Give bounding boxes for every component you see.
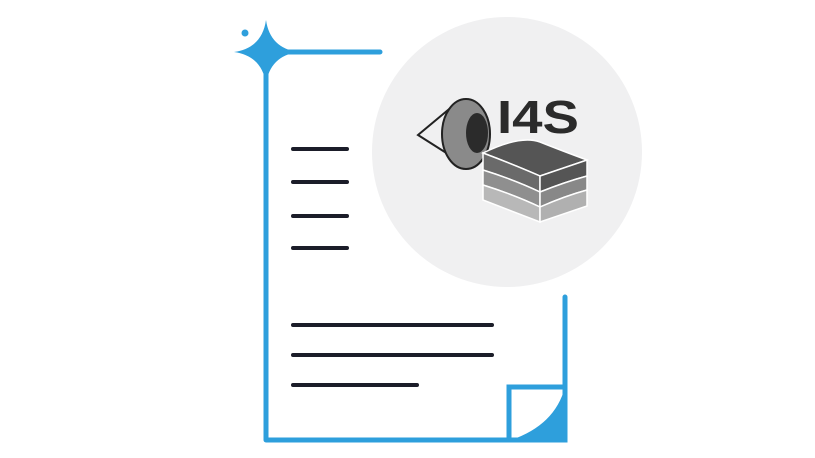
soil-layers-icon [481, 139, 590, 224]
i4s-logo: I4S [416, 91, 590, 224]
sparkle-icon [234, 20, 298, 84]
folded-corner-icon [499, 384, 568, 443]
sparkle-dot-icon [241, 29, 249, 37]
eye-icon [416, 98, 491, 170]
document-text-lines [291, 147, 494, 387]
logo-text: I4S [497, 91, 579, 143]
